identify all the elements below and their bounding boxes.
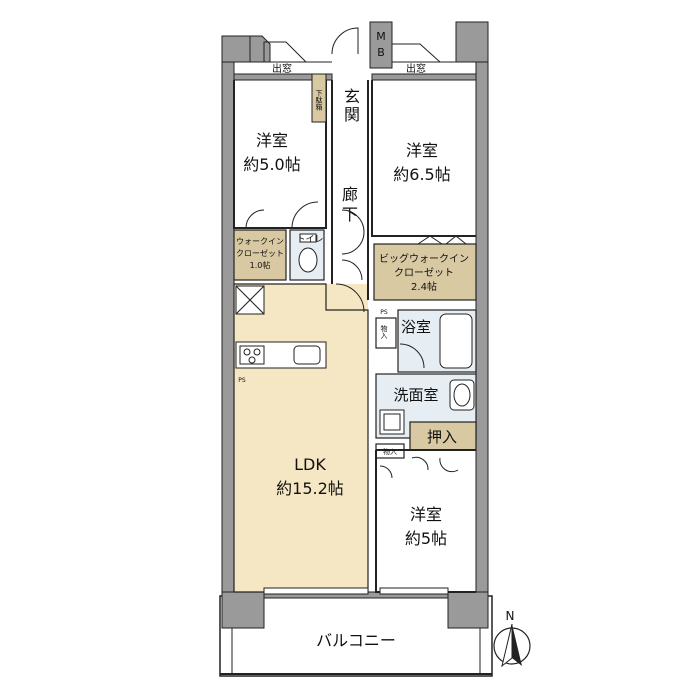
entrance-label-1: 玄 (344, 87, 360, 106)
wic2-floor (373, 243, 477, 301)
ldk-name: LDK (294, 455, 326, 474)
mb-label-1: M (376, 30, 386, 43)
north-label: N (506, 609, 515, 623)
storage-label-2: 物入 (383, 447, 397, 456)
wic1-size: 1.0帖 (250, 260, 271, 270)
hallway-label-1: 廊 (342, 185, 358, 204)
ldk-floor-upper (233, 283, 369, 593)
bed2-name: 洋室 (406, 141, 438, 160)
balcony-label: バルコニー (316, 631, 396, 650)
fixtures (235, 73, 475, 435)
bay-window-left (263, 41, 332, 63)
wic1-floor (233, 229, 287, 281)
wic2-line1: ビッグウォークイン (379, 252, 469, 265)
storage-label: 物入 (380, 324, 388, 339)
bed2-size: 約6.5帖 (393, 165, 450, 184)
ldk-size: 約15.2帖 (276, 479, 344, 498)
balcony-area (219, 595, 493, 677)
bed1-size: 約5.0帖 (243, 155, 300, 174)
ps-label-2: PS (238, 377, 246, 384)
wic2-size: 2.4帖 (411, 280, 437, 293)
bed3-size: 約5帖 (405, 529, 447, 548)
toilet-label: トイレ (296, 235, 323, 245)
entrance-label-2: 関 (344, 105, 360, 124)
shoebox-label: 下駄箱 (315, 90, 323, 112)
oshiire-label: 押入 (427, 428, 457, 446)
windows-bottom (263, 587, 449, 595)
washroom-label: 洗面室 (393, 386, 438, 404)
bay-window-left-label: 出窓 (272, 62, 292, 75)
north-compass-icon (493, 623, 531, 668)
wic2-line2: クローゼット (394, 267, 454, 279)
bath-label: 浴室 (401, 318, 431, 336)
bed3-name: 洋室 (410, 505, 442, 524)
wic1-line2: クローゼット (236, 248, 284, 258)
bay-window-right (391, 43, 456, 63)
ps-label-1: PS (380, 309, 388, 316)
hallway-label-2: 下 (342, 205, 358, 224)
doors (245, 27, 467, 479)
wic1-line1: ウォークイン (236, 237, 284, 246)
mb-label-2: B (377, 46, 385, 59)
bed1-name: 洋室 (256, 131, 288, 150)
outer-walls (221, 21, 489, 629)
bay-window-right-label: 出窓 (406, 62, 426, 75)
oshiire-floor (409, 421, 477, 451)
